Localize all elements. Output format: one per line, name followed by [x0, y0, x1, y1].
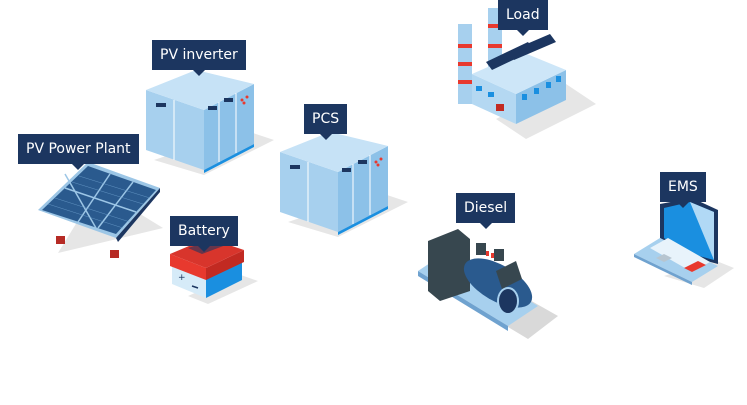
label-diesel: Diesel [456, 193, 516, 229]
label-pv-inverter: PV inverter [152, 40, 246, 76]
factory-icon [456, 4, 596, 144]
pcs-cabinet-icon [278, 132, 408, 242]
label-pcs: PCS [304, 104, 348, 140]
solar-panel-icon [38, 158, 168, 258]
diesel-generator-icon [418, 221, 558, 341]
battery-icon: + [168, 236, 258, 306]
label-pv-power-plant: PV Power Plant [18, 134, 139, 170]
inverter-cabinet-icon [144, 70, 274, 180]
label-ems: EMS [660, 172, 706, 208]
label-load: Load [498, 0, 548, 36]
svg-text:+: + [178, 273, 186, 283]
label-battery: Battery [170, 216, 238, 252]
laptop-icon [634, 198, 734, 288]
